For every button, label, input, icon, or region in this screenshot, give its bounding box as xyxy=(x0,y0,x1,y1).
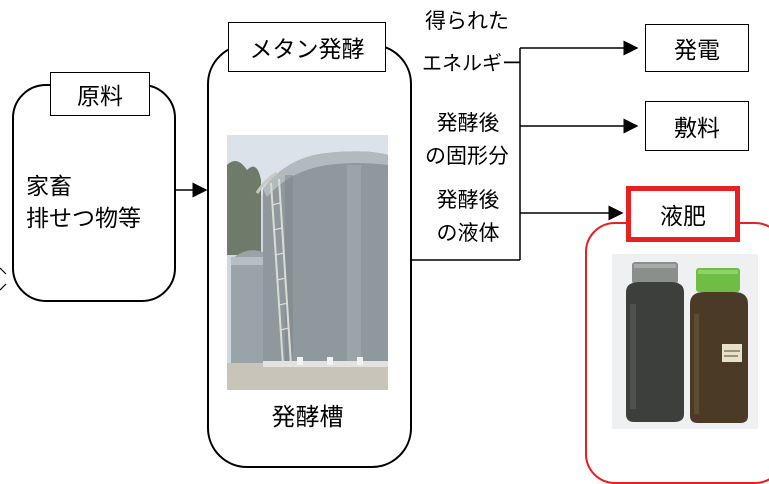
edge-fragment xyxy=(0,267,7,291)
flow-lines xyxy=(0,40,639,291)
fermentation-tank-photo xyxy=(227,135,388,390)
raw-material-label: 原料 xyxy=(50,72,150,116)
output-liquid-2: の液体 xyxy=(436,221,500,245)
fermentation-tank-caption: 発酵槽 xyxy=(271,403,344,431)
raw-material-text-1: 家畜 xyxy=(26,174,72,200)
product-liquid-fertilizer: 液肥 xyxy=(626,186,740,242)
fermentation-label: メタン発酵 xyxy=(228,22,386,72)
raw-material-text-2: 排せつ物等 xyxy=(26,206,141,232)
output-energy-2: エネルギー xyxy=(422,51,522,75)
liquid-fertilizer-photo xyxy=(612,254,758,429)
output-energy-1: 得られた xyxy=(425,9,509,33)
output-liquid-1: 発酵後 xyxy=(436,188,500,212)
product-bedding: 敷料 xyxy=(645,101,749,151)
output-solid-1: 発酵後 xyxy=(436,111,500,135)
product-power: 発電 xyxy=(645,24,749,72)
output-solid-2: の固形分 xyxy=(425,144,509,168)
